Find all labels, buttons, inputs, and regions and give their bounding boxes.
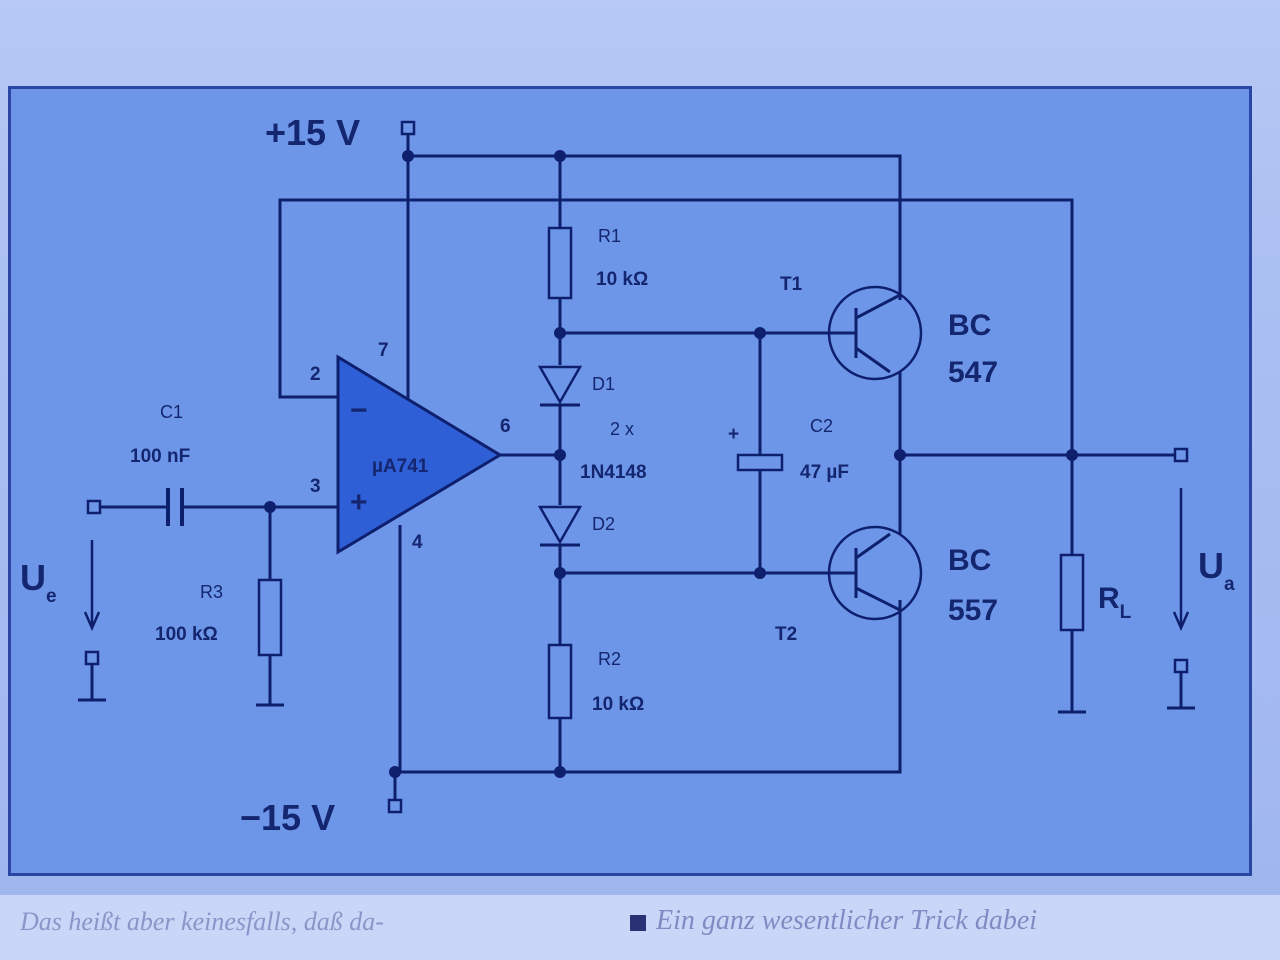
output-voltage-arrow <box>1172 488 1190 632</box>
output-ground-symbol <box>1167 672 1195 710</box>
c1-ref-label: C1 <box>160 402 183 422</box>
r3-value-label: 100 kΩ <box>155 624 218 645</box>
r1-ref-label: R1 <box>598 226 621 246</box>
r3-body <box>257 578 283 657</box>
schematic-frame <box>8 86 1252 876</box>
output-terminal <box>1173 447 1189 463</box>
input-voltage-sub: e <box>46 586 57 607</box>
t1-ref-label: T1 <box>780 274 803 295</box>
junction-neg-rail-r2 <box>554 766 566 778</box>
positive-rail <box>408 154 902 300</box>
bullet-square-icon <box>630 914 646 931</box>
diode-type-label: 1N4148 <box>580 462 647 483</box>
junction-r1-d1 <box>554 327 566 339</box>
t2-ref-label: T2 <box>775 624 797 645</box>
r2-body <box>547 643 573 720</box>
caption-left-text: Das heißt aber keinesfalls, daß da- <box>20 907 384 936</box>
opamp-symbol <box>336 354 503 555</box>
junction-c2-bottom <box>754 567 766 579</box>
opamp-name-label: µA741 <box>372 456 429 477</box>
r1-body <box>547 226 573 300</box>
positive-supply-label: +15 V <box>265 112 360 153</box>
opamp-pin6-label: 6 <box>500 416 511 437</box>
feedback-wire <box>278 198 1074 456</box>
junction-emitters <box>894 449 906 461</box>
t1-internal <box>840 293 901 374</box>
t2-symbol <box>827 525 923 621</box>
opamp-pin4-label: 4 <box>412 532 423 553</box>
junction-c2-top <box>754 327 766 339</box>
c2-value-label: 47 µF <box>800 462 849 483</box>
negative-supply-label: −15 V <box>240 797 335 838</box>
opamp-pin3-label: 3 <box>310 476 321 497</box>
input-ground-symbol <box>78 664 106 702</box>
t2-internal <box>840 532 901 612</box>
output-voltage-main: U <box>1198 545 1224 586</box>
output-voltage-sub: a <box>1224 574 1235 595</box>
negative-rail <box>395 600 902 774</box>
input-voltage-arrow <box>83 540 101 632</box>
junction-pos-rail-r1 <box>554 150 566 162</box>
junction-pos-rail-opamp <box>402 150 414 162</box>
t1-symbol <box>827 285 923 381</box>
input-voltage-label: Ue <box>20 557 57 607</box>
neg-supply-terminal <box>387 798 403 814</box>
junction-d2-r2 <box>554 567 566 579</box>
c2-body <box>736 453 784 472</box>
caption-right: Ein ganz wesentlicher Trick dabei <box>630 905 1270 937</box>
caption-right-text: Ein ganz wesentlicher Trick dabei <box>656 905 1038 936</box>
c1-symbol <box>166 488 184 526</box>
opamp-pin7-label: 7 <box>378 340 389 361</box>
c2-plus-label: + <box>728 424 739 445</box>
c2-ref-label: C2 <box>810 416 833 436</box>
opamp-minus-sign: − <box>350 394 368 427</box>
rl-wire <box>1058 455 1086 714</box>
output-node-wire <box>898 372 1175 534</box>
d1-ref-label: D1 <box>592 374 615 394</box>
output-ground-terminal <box>1173 658 1189 674</box>
t2-type-line2: 557 <box>948 594 998 627</box>
opamp-pin2-label: 2 <box>310 364 321 385</box>
d2-symbol <box>537 505 583 545</box>
input-terminal <box>86 499 102 515</box>
t1-type-line1: BC <box>948 309 991 342</box>
r3-wire <box>256 507 284 707</box>
output-voltage-label: Ua <box>1198 545 1235 595</box>
r1-value-label: 10 kΩ <box>596 269 648 290</box>
diode-count-label: 2 x <box>610 419 634 439</box>
r2-value-label: 10 kΩ <box>592 694 644 715</box>
t2-type-line1: BC <box>948 544 991 577</box>
t1-type-line2: 547 <box>948 356 998 389</box>
rl-sub: L <box>1120 602 1132 623</box>
junction-opamp-out <box>554 449 566 461</box>
junction-rl <box>1066 449 1078 461</box>
pos-supply-terminal <box>400 120 416 136</box>
junction-neg-rail-opamp <box>389 766 401 778</box>
rl-body <box>1059 553 1085 632</box>
r3-ref-label: R3 <box>200 582 223 602</box>
d1-symbol <box>537 365 583 405</box>
page-caption-area: Das heißt aber keinesfalls, daß da- Ein … <box>0 895 1280 960</box>
input-voltage-main: U <box>20 557 46 598</box>
opamp-plus-sign: + <box>350 486 368 519</box>
rl-label: RL <box>1098 582 1132 623</box>
rl-main: R <box>1098 582 1120 615</box>
input-ground-terminal <box>84 650 100 666</box>
junction-r3 <box>264 501 276 513</box>
d2-ref-label: D2 <box>592 514 615 534</box>
c1-value-label: 100 nF <box>130 446 190 467</box>
r2-ref-label: R2 <box>598 649 621 669</box>
